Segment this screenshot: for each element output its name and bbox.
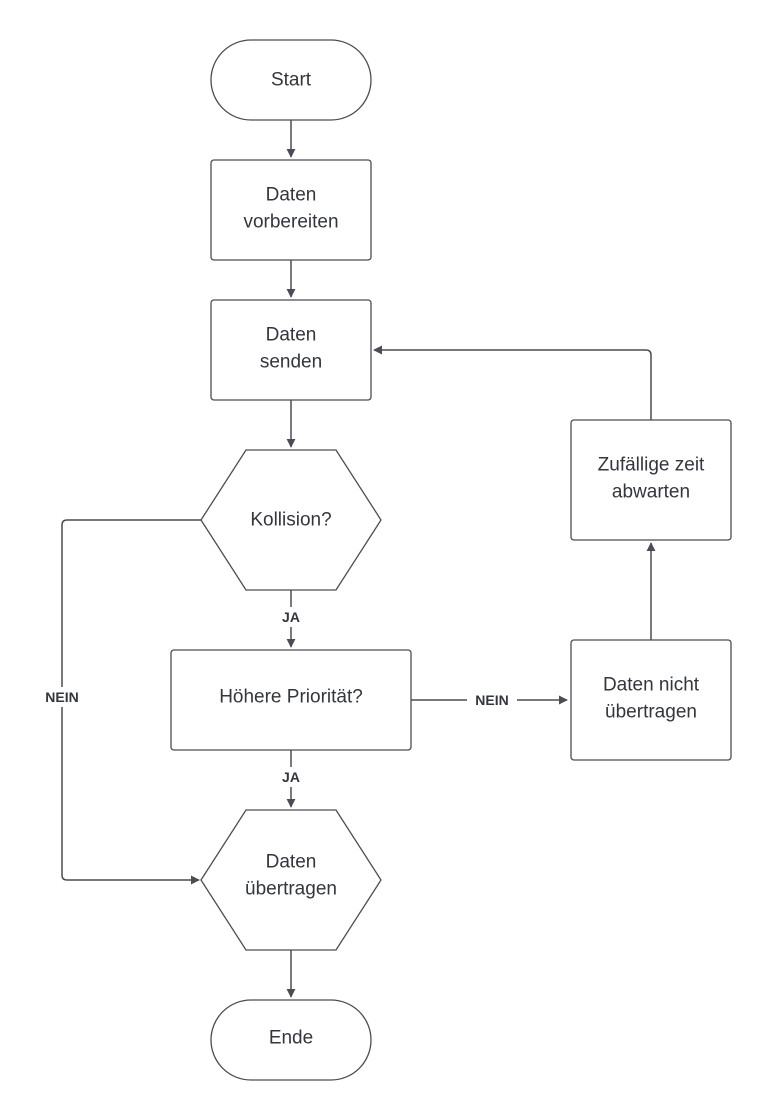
label-priority-yes: JA	[282, 769, 300, 785]
edge-labels: JA NEIN JA NEIN	[37, 607, 517, 787]
node-priority-label: Höhere Priorität?	[219, 687, 363, 708]
node-end-label: Ende	[269, 1028, 313, 1049]
node-send-line-2: senden	[260, 352, 322, 373]
label-collision-no: NEIN	[45, 689, 78, 705]
node-send-line-1: Daten	[266, 325, 317, 346]
node-transmit[interactable]: Daten übertragen	[200, 809, 382, 951]
node-collision-label: Kollision?	[250, 510, 331, 531]
edge-wait-to-send	[373, 345, 652, 420]
node-not-transmitted-line-2: übertragen	[605, 702, 697, 723]
node-not-transmitted[interactable]: Daten nicht übertragen	[570, 639, 732, 761]
node-send[interactable]: Daten senden	[210, 299, 372, 401]
node-start-label: Start	[271, 70, 312, 91]
node-prepare-line-2: vorbereiten	[243, 212, 338, 233]
node-prepare-line-1: Daten	[266, 185, 317, 206]
node-wait[interactable]: Zufällige zeit abwarten	[570, 419, 732, 541]
label-priority-no: NEIN	[475, 692, 508, 708]
node-collision[interactable]: Kollision?	[200, 449, 382, 591]
node-wait-line-2: abwarten	[612, 482, 690, 503]
node-transmit-line-2: übertragen	[245, 879, 337, 900]
label-collision-yes: JA	[282, 609, 300, 625]
node-wait-line-1: Zufällige zeit	[598, 455, 705, 476]
node-start[interactable]: Start	[210, 39, 372, 121]
node-prepare[interactable]: Daten vorbereiten	[210, 159, 372, 261]
node-priority[interactable]: Höhere Priorität?	[170, 649, 412, 751]
node-not-transmitted-line-1: Daten nicht	[603, 675, 700, 696]
node-end[interactable]: Ende	[210, 999, 372, 1081]
node-transmit-line-1: Daten	[266, 852, 317, 873]
